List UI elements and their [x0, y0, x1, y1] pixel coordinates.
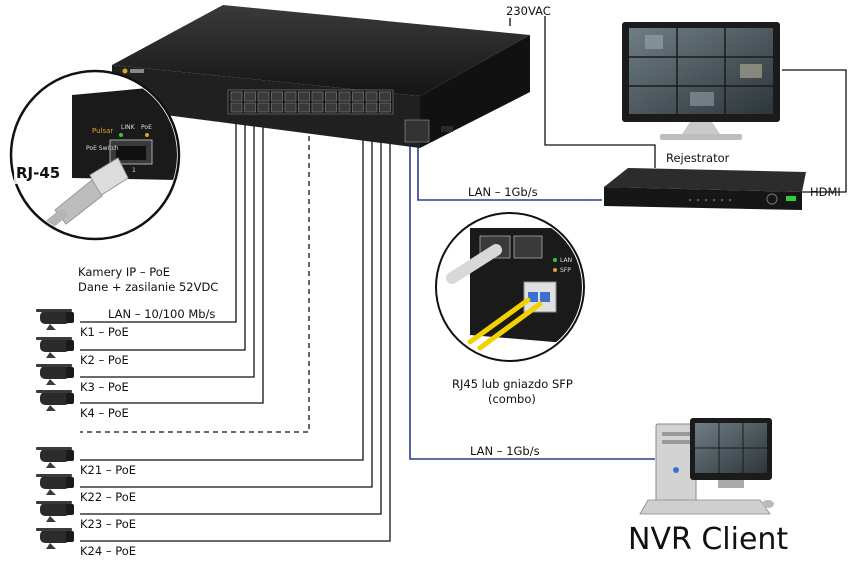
camera-label: K4 – PoE: [80, 406, 129, 420]
switch-port: [311, 91, 324, 102]
combo-label-line-1: RJ45 lub gniazdo SFP: [452, 377, 573, 391]
camera-label: K22 – PoE: [80, 490, 136, 504]
switch-logo-mark: [122, 68, 128, 74]
recorder: [604, 168, 806, 210]
switch-port: [338, 102, 351, 113]
hdmi-label: HDMI: [810, 185, 841, 199]
cable-k24: [80, 140, 391, 542]
cameras-title-line-2: Dane + zasilanie 52VDC: [78, 280, 218, 294]
cable-k4: [80, 118, 264, 404]
switch-port: [352, 102, 364, 113]
switch-port: [298, 91, 310, 102]
sfp-ports: [404, 119, 430, 143]
lan-recorder-label: LAN – 1Gb/s: [468, 185, 538, 199]
cable-k1: [80, 118, 237, 323]
sfp-magnifier: LAN SFP: [435, 212, 585, 362]
camera-label: K24 – PoE: [80, 544, 136, 558]
panel-brand: Pulsar: [92, 127, 113, 135]
camera-icon: [36, 337, 74, 358]
switch-port: [379, 91, 391, 102]
combo-label-line-2: (combo): [488, 392, 536, 406]
uplink-recorder: [417, 140, 602, 201]
switch-port: [244, 102, 256, 113]
switch-port: [365, 102, 378, 113]
sfp-panel-lan: LAN: [560, 257, 572, 264]
camera-group: K1 – PoE K2 – PoE K3 – PoE K4 – PoE K21 – Po…: [36, 309, 136, 558]
camera-label: K23 – PoE: [80, 517, 136, 531]
cable-k23: [80, 140, 382, 515]
switch-port: [244, 91, 256, 102]
cable-k3: [80, 118, 255, 378]
camera-icon: [36, 309, 74, 330]
recorder-power-cable: [544, 16, 656, 168]
recorder-label: Rejestrator: [666, 151, 730, 165]
switch-ports: [227, 89, 394, 115]
switch-port: [379, 102, 391, 113]
switch-port: [365, 91, 378, 102]
panel-link: LINK: [121, 124, 136, 131]
nvr-client-pc: [639, 418, 774, 515]
switch-port: [257, 91, 270, 102]
camera-icon: [36, 447, 74, 468]
cable-k22: [80, 140, 373, 488]
camera-label: K2 – PoE: [80, 353, 129, 367]
cable-k2: [80, 118, 246, 351]
lan-client-label: LAN – 1Gb/s: [470, 444, 540, 458]
switch-port: [325, 102, 337, 113]
rj45-label: RJ-45: [16, 164, 60, 182]
camera-icon: [36, 474, 74, 495]
nvr-client-label: NVR Client: [628, 522, 788, 557]
switch-port: [230, 102, 243, 113]
panel-port-number: 1: [132, 167, 136, 174]
monitor: [622, 22, 780, 140]
camera-icon: [36, 390, 74, 411]
switch-port: [338, 91, 351, 102]
switch-port: [230, 91, 243, 102]
camera-label: K1 – PoE: [80, 325, 129, 339]
panel-poe-switch: PoE Switch: [86, 145, 119, 152]
recorder-cables: [509, 16, 847, 193]
camera-label: K3 – PoE: [80, 380, 129, 394]
switch-port: [284, 91, 297, 102]
switch-port: [352, 91, 364, 102]
camera-label: K21 – PoE: [80, 463, 136, 477]
cameras-title-line-1: Kamery IP – PoE: [78, 265, 170, 279]
switch-port: [284, 102, 297, 113]
switch-port: [271, 91, 283, 102]
sfp-panel-sfp: SFP: [560, 267, 571, 274]
switch-port: [311, 102, 324, 113]
camera-icon: [36, 528, 74, 549]
camera-icon: [36, 364, 74, 385]
power-label: 230VAC: [506, 4, 551, 18]
sfp-led: [441, 126, 453, 132]
poe-switch: [112, 5, 530, 148]
camera-icon: [36, 501, 74, 522]
switch-port: [298, 102, 310, 113]
uplink-client: [409, 140, 655, 460]
rj45-magnifier: Pulsar LINK PoE PoE Switch 1 RJ-45: [9, 69, 181, 241]
uplink-cables: [409, 140, 655, 460]
camera-cables: [80, 118, 391, 542]
lan-cameras-label: LAN – 10/100 Mb/s: [108, 307, 215, 321]
cable-k21: [80, 140, 364, 461]
switch-port: [257, 102, 270, 113]
switch-port: [271, 102, 283, 113]
hdmi-cable: [782, 69, 847, 193]
panel-poe: PoE: [141, 124, 152, 131]
switch-port: [325, 91, 337, 102]
